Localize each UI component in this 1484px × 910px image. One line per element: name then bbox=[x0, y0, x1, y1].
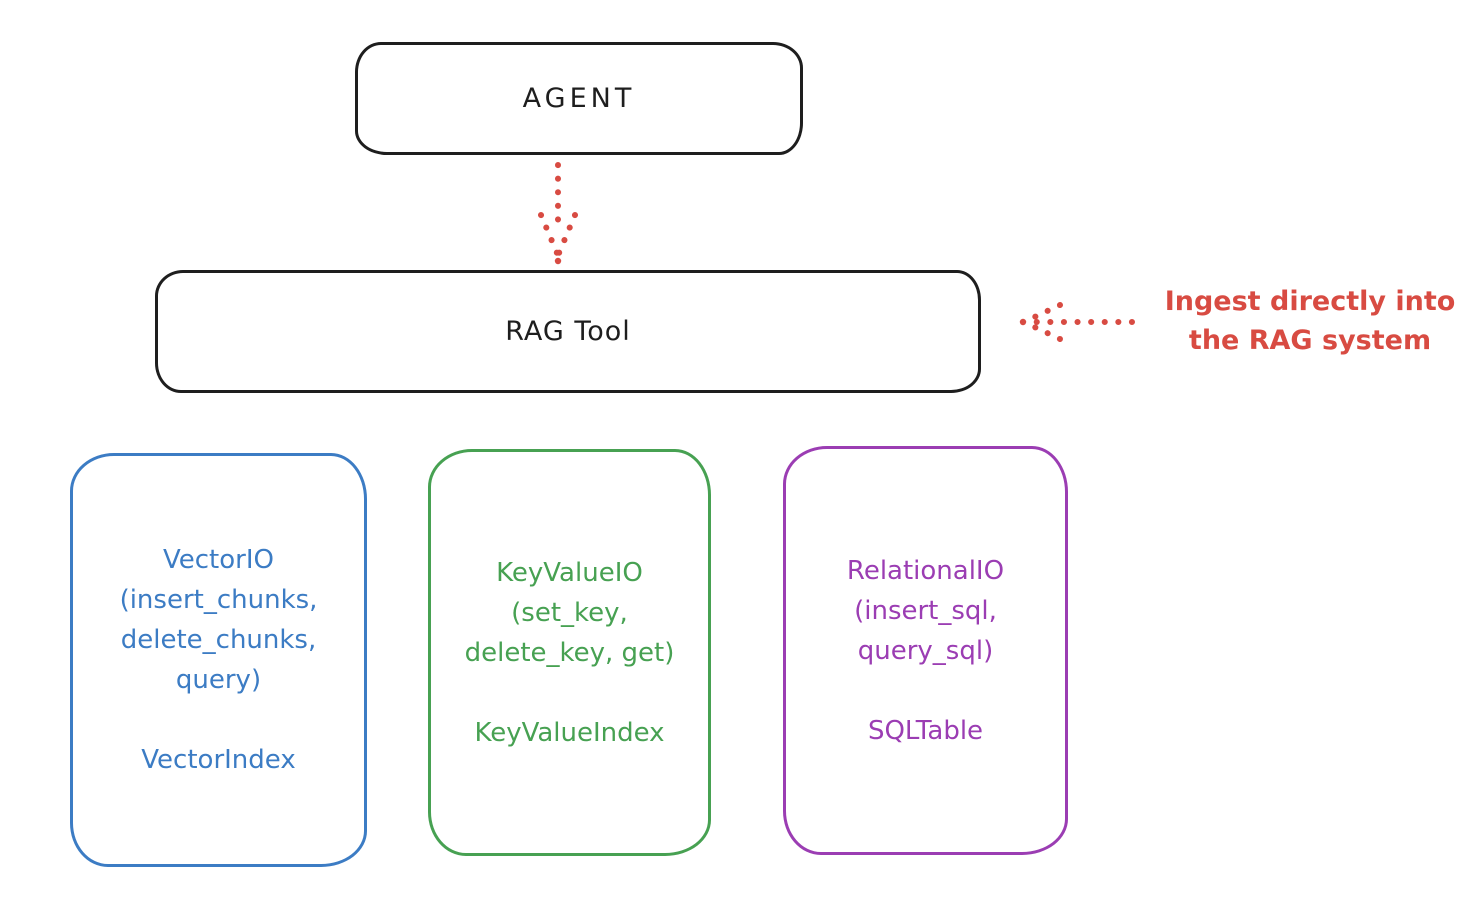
io-line: (set_key, bbox=[511, 597, 628, 628]
io-line: delete_key, get) bbox=[464, 637, 675, 668]
agent-box: AGENT bbox=[355, 42, 803, 155]
vectorio-methods: VectorIO (insert_chunks, delete_chunks, … bbox=[120, 540, 318, 700]
io-line: VectorIO bbox=[163, 545, 274, 575]
io-line: RelationalIO bbox=[846, 555, 1005, 586]
io-line: KeyValueIO bbox=[496, 557, 643, 588]
ingest-annotation-line2: the RAG system bbox=[1188, 325, 1432, 356]
io-line: delete_chunks, bbox=[120, 625, 317, 655]
ingest-annotation: Ingest directly into the RAG system bbox=[1138, 282, 1482, 360]
keyvalueio-box: KeyValueIO (set_key, delete_key, get) Ke… bbox=[428, 449, 711, 856]
rag-tool-label: RAG Tool bbox=[505, 316, 631, 347]
io-line: (insert_chunks, bbox=[119, 585, 318, 615]
relationalio-index-label: SQLTable bbox=[867, 715, 984, 746]
keyvalueio-index-label: KeyValueIndex bbox=[474, 717, 665, 748]
io-line: (insert_sql, bbox=[854, 595, 997, 626]
io-line: query) bbox=[175, 665, 262, 695]
vectorio-box: VectorIO (insert_chunks, delete_chunks, … bbox=[70, 453, 367, 867]
agent-to-ragtool-arrow-icon bbox=[538, 162, 578, 265]
io-line: query_sql) bbox=[857, 635, 994, 666]
rag-tool-box: RAG Tool bbox=[155, 270, 981, 393]
ingest-annotation-line1: Ingest directly into bbox=[1164, 286, 1456, 317]
keyvalueio-methods: KeyValueIO (set_key, delete_key, get) bbox=[465, 553, 675, 673]
relationalio-methods: RelationalIO (insert_sql, query_sql) bbox=[847, 551, 1004, 671]
relationalio-box: RelationalIO (insert_sql, query_sql) SQL… bbox=[783, 446, 1068, 855]
annotation-to-ragtool-arrow-icon bbox=[1019, 302, 1135, 342]
vectorio-index-label: VectorIndex bbox=[141, 745, 296, 775]
agent-label: AGENT bbox=[522, 83, 636, 114]
